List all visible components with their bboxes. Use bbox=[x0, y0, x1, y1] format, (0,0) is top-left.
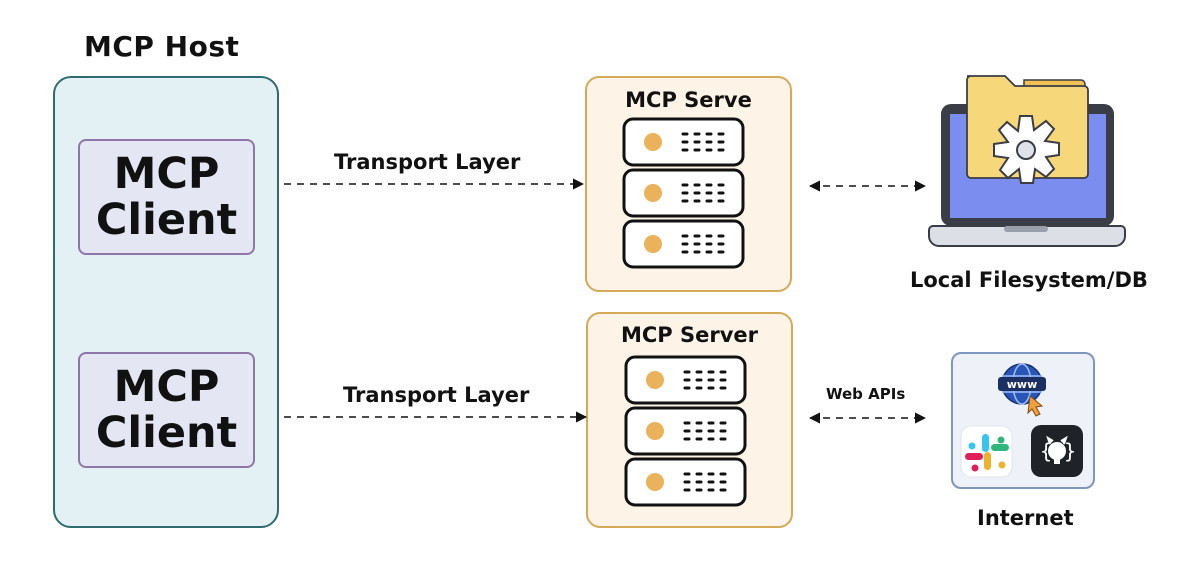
web-apis-label: Web APIs bbox=[826, 385, 906, 403]
internet-label: Internet bbox=[977, 506, 1074, 530]
client-2-label-line2: Client bbox=[95, 408, 238, 458]
transport-label-1: Transport Layer bbox=[334, 150, 521, 174]
github-icon: { } bbox=[1031, 425, 1083, 477]
slack-icon bbox=[960, 425, 1013, 478]
server-1-rack-icon bbox=[622, 117, 745, 269]
server-1-title: MCP Serve bbox=[625, 88, 752, 112]
mcp-client-2[interactable]: MCP Client bbox=[78, 352, 255, 468]
laptop-folder-icon bbox=[928, 75, 1126, 247]
svg-text:{: { bbox=[1040, 439, 1052, 463]
client-2-label-line1: MCP bbox=[113, 361, 220, 412]
client-1-label-line1: MCP bbox=[113, 148, 220, 199]
client-1-label-line2: Client bbox=[95, 195, 238, 245]
server-2-rack-icon bbox=[624, 355, 747, 507]
server-2-title: MCP Server bbox=[620, 323, 759, 347]
host-title: MCP Host bbox=[84, 30, 240, 63]
www-globe-icon: www bbox=[998, 363, 1046, 417]
transport-label-2: Transport Layer bbox=[343, 383, 530, 407]
local-filesystem-label: Local Filesystem/DB bbox=[910, 268, 1148, 292]
www-text: www bbox=[1007, 378, 1038, 391]
mcp-client-1[interactable]: MCP Client bbox=[78, 139, 255, 255]
svg-text:}: } bbox=[1064, 439, 1076, 463]
